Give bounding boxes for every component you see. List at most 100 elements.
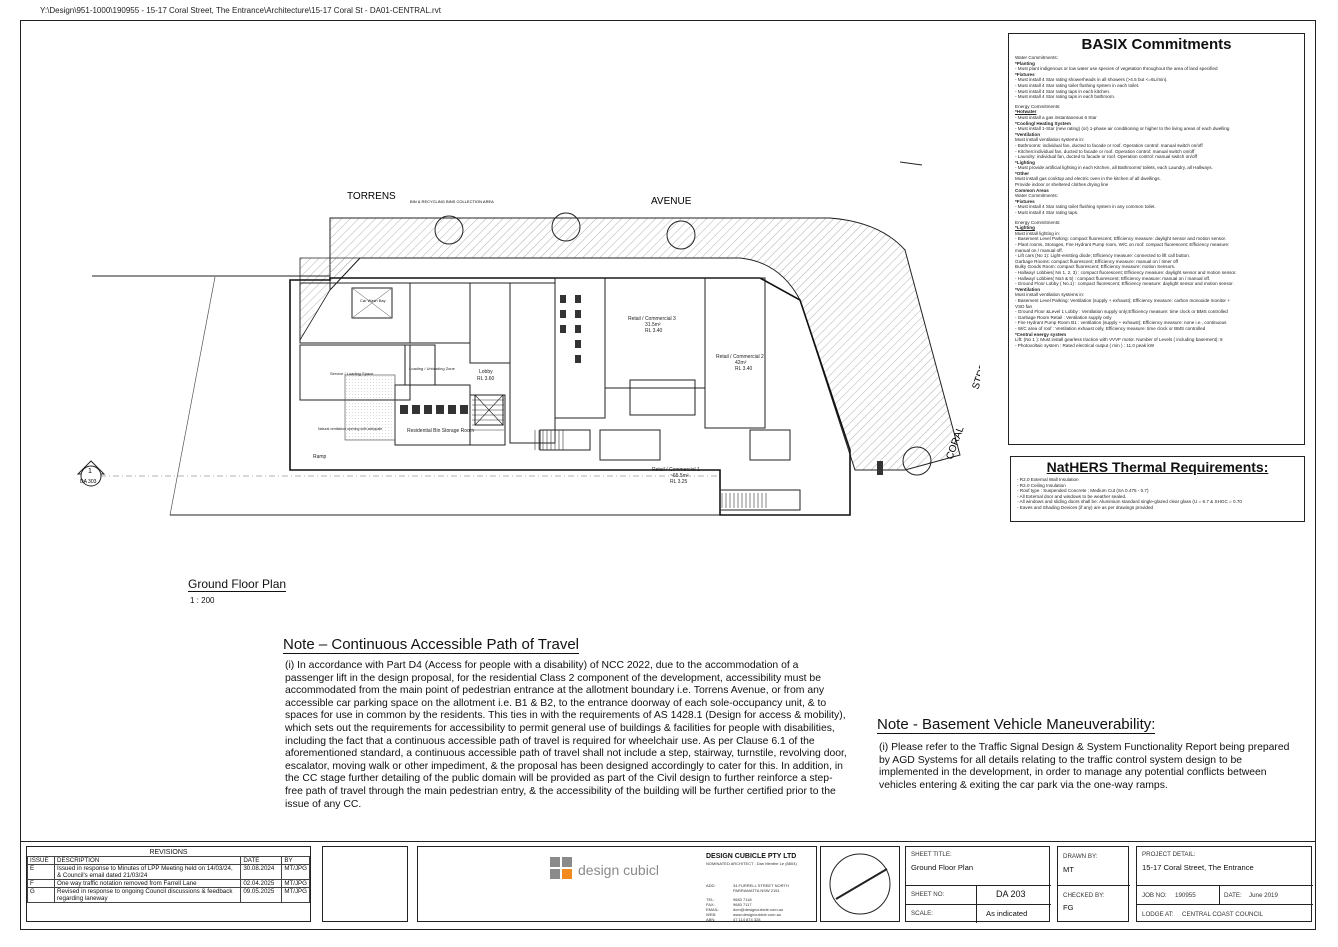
room-storage: Residential Bin Storage Room	[407, 428, 474, 434]
nathers-line: - R2.0 Ceiling Insulation	[1017, 482, 1066, 488]
room-retail3-rl: RL 3.40	[645, 328, 663, 334]
basix-line: - Basement Level Parking: Ventilation (s…	[1015, 297, 1230, 303]
room-service: Service / Loading Space	[330, 371, 374, 376]
title-block-divider	[20, 841, 1316, 842]
nathers-line: - All External door and windows to be we…	[1017, 493, 1127, 499]
rev-by: MT/JPG	[281, 887, 310, 903]
basix-line: *Cooling/ Heating System	[1015, 120, 1071, 126]
checked-by-label: CHECKED BY:	[1063, 892, 1105, 899]
fax-label: FAX:	[706, 902, 715, 907]
basix-line: Common Areas	[1015, 187, 1049, 193]
company-name: DESIGN CUBICLE PTY LTD	[706, 853, 797, 860]
basix-line: - Must install 4 Star rating toilet flus…	[1015, 82, 1140, 88]
rev-issue: E	[27, 864, 55, 880]
rev-by: MT/JPG	[281, 879, 310, 888]
basix-line: *Fixtures	[1015, 71, 1035, 77]
rev-description: Issued in response to Minutes of LPP Mee…	[53, 864, 242, 880]
design-cubicle-logo: design cubicle	[550, 857, 658, 879]
web-label: WEB:	[706, 912, 717, 917]
room-retail3-area: 31.5m²	[645, 322, 661, 328]
revisions-table: REVISIONS ISSUE DESCRIPTION DATE BY E Is…	[26, 846, 311, 922]
rev-date: 02.04.2025	[240, 879, 283, 888]
drawn-by-label: DRAWN BY:	[1063, 853, 1098, 860]
basix-line: - Hallway/ Lobbies( No4 & 5) : compact f…	[1015, 275, 1211, 281]
basix-line: Energy Commitments:	[1015, 219, 1061, 225]
company-abn: 47 114 874 328	[733, 917, 761, 922]
note-basement-title: Note - Basement Vehicle Maneuverability:	[877, 716, 1156, 734]
basix-line: - Garbage Room Retail : Ventilation supp…	[1015, 314, 1112, 320]
note-accessible-body: (i) In accordance with Part D4 (Access f…	[285, 660, 847, 810]
basix-title: BASIX Commitments	[1081, 36, 1232, 53]
basix-commitments-panel: BASIX Commitments Water Commitments:*Pla…	[1008, 33, 1305, 445]
date-label: DATE:	[1224, 892, 1242, 899]
basix-line: - Must plant indigenous or low water use…	[1015, 66, 1218, 72]
sheet-title-label: SHEET TITLE:	[911, 851, 952, 858]
file-path: Y:\Design\951-1000\190955 - 15-17 Coral …	[40, 6, 441, 15]
basix-line: - W/C area of roof : Ventilation exhaust…	[1015, 325, 1206, 331]
svg-text:design cubicle: design cubicle	[578, 862, 658, 878]
basix-line: Energy Commitments:	[1015, 103, 1061, 109]
room-lobby-rl: RL 3.60	[477, 376, 495, 382]
job-no-value: 190955	[1175, 892, 1196, 899]
north-point-icon	[829, 853, 891, 915]
basix-line: Water Commitments:	[1015, 193, 1058, 199]
street-torrens: TORRENS	[347, 191, 396, 202]
job-no-label: JOB NO:	[1142, 892, 1167, 899]
basix-line: - Must install a gas instantaneous 6 Sta…	[1015, 114, 1097, 120]
revisions-title: REVISIONS	[149, 849, 188, 856]
revisions-header-row: ISSUE DESCRIPTION DATE BY	[27, 856, 310, 865]
company-tel: 9683 7118	[733, 897, 752, 902]
basix-line: *Ventilation	[1015, 286, 1041, 292]
basix-line: - Must install 4 Star rating taps in eac…	[1015, 94, 1116, 100]
basix-line: VSD fan	[1015, 303, 1033, 309]
scale-label: SCALE:	[911, 910, 934, 917]
abn-label: ABN:	[706, 917, 716, 922]
project-value: 15-17 Coral Street, The Entrance	[1142, 863, 1254, 872]
project-label: PROJECT DETAIL:	[1142, 851, 1196, 858]
nathers-line: - Eaves and Shading Devices (if any) are…	[1017, 504, 1154, 510]
stamp-box	[322, 846, 408, 922]
tel-label: TEL:	[706, 897, 715, 902]
basix-line: *Ventilation	[1015, 131, 1041, 137]
room-retail2: Retail / Commercial 2	[716, 354, 764, 360]
floor-plan-drawing: 1 DA 303 TORRENS AVENUE STREET CORAL BIN…	[76, 161, 980, 516]
basix-line: Lift: (No 1 ): Must install gearless tra…	[1015, 337, 1223, 343]
basix-line: Must install lighting in:	[1015, 230, 1060, 236]
north-point-box	[820, 846, 900, 922]
lodge-value: CENTRAL COAST COUNCIL	[1182, 911, 1264, 918]
company-architect: NOMINATED ARCHITECT : Dan Menthe Le (880…	[706, 861, 797, 866]
basix-line: *Other	[1015, 170, 1030, 176]
company-box: design cubicle DESIGN CUBICLE PTY LTD NO…	[417, 846, 817, 922]
basix-line: *Fixtures	[1015, 198, 1035, 204]
basix-line: - Ground Floor Lobby ( No.1) : compact f…	[1015, 281, 1234, 287]
company-fax: 9683 7117	[733, 902, 752, 907]
basix-line: Provide indoor or sheltered clothes dryi…	[1015, 182, 1109, 188]
room-retail1-rl: RL 3.25	[670, 479, 688, 485]
basix-line: *Planting	[1015, 60, 1035, 66]
scale-value: As indicated	[986, 909, 1028, 918]
basix-line: - Laundry: individual fan, ducted to fac…	[1015, 154, 1197, 160]
company-email: dcm@designcubicle.com.au	[733, 907, 784, 912]
nathers-line: - All windows and sliding doors shall be…	[1017, 499, 1242, 505]
sheet-no-label: SHEET NO:	[911, 891, 945, 898]
basix-line: Garbage Rooms: compact fluorescent; Effi…	[1015, 258, 1178, 264]
room-carwash: Car Wash Bay	[360, 298, 386, 303]
basix-line: Must install gas cooktop and electric ov…	[1015, 176, 1161, 182]
basix-line: - Must install 4 Star rating taps in eac…	[1015, 88, 1111, 94]
basix-line: - Must install 4 Star rating toilet flus…	[1015, 204, 1156, 210]
rev-header-issue: ISSUE	[27, 856, 55, 865]
basix-line: - Must install 4 Star rating taps.	[1015, 210, 1079, 216]
basix-line: - Lift cars (No 1): Light-emitting diode…	[1015, 253, 1191, 259]
date-value: June 2019	[1249, 892, 1278, 899]
basix-line: *Central energy system	[1015, 331, 1067, 337]
room-retail1-area: ~65.5m²	[670, 473, 689, 479]
rev-by: MT/JPG	[281, 864, 310, 880]
building-outline	[289, 277, 851, 516]
nathers-line: - Roof type : Suspended Concrete ; Mediu…	[1017, 488, 1149, 494]
basix-line: Water Commitments:	[1015, 55, 1058, 60]
basix-line: Must install ventilation systems in:	[1015, 292, 1085, 298]
room-ramp: Ramp	[313, 454, 327, 460]
drawing-title: Ground Floor Plan	[188, 577, 287, 592]
rev-header-date: DATE	[240, 856, 283, 865]
email-label: EMAIL:	[706, 907, 720, 912]
